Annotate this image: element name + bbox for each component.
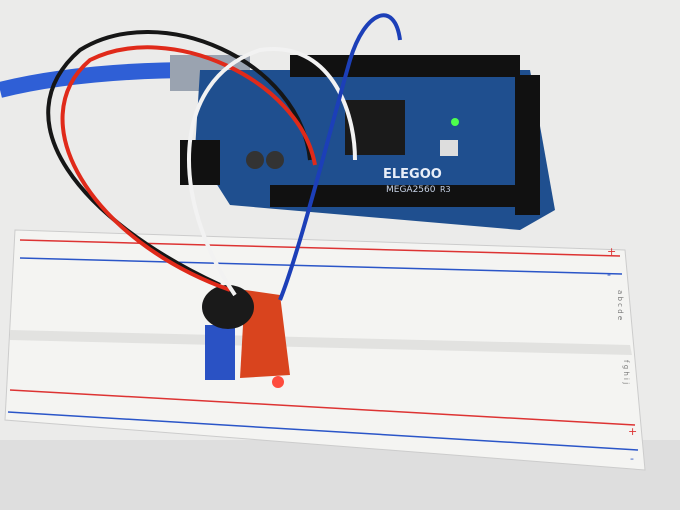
plus-label-top: + — [607, 245, 616, 258]
board-revision: R3 — [440, 185, 451, 194]
power-jack — [180, 140, 220, 185]
arduino-board: ELEGOO MEGA2560 R3 — [180, 55, 555, 230]
board-brand: ELEGOO — [383, 167, 442, 182]
plus-label-bottom: + — [628, 425, 637, 438]
power-led — [451, 118, 459, 126]
microphone — [202, 285, 254, 329]
row-letters-top: a b c d e — [616, 290, 624, 320]
sound-sensor-module — [202, 285, 290, 388]
minus-label-top: - — [607, 268, 611, 281]
red-wire — [60, 45, 317, 292]
reset-button — [440, 140, 458, 156]
white-wire — [187, 47, 357, 297]
minus-label-bottom: - — [630, 452, 634, 465]
potentiometer — [205, 325, 235, 380]
row-letters-bottom: f g h i j — [622, 360, 630, 384]
board-model: MEGA2560 — [386, 185, 436, 195]
breadboard: + - + - a b c d e f g h i j — [4, 229, 646, 471]
module-led — [272, 376, 284, 388]
blue-wire — [278, 13, 402, 301]
